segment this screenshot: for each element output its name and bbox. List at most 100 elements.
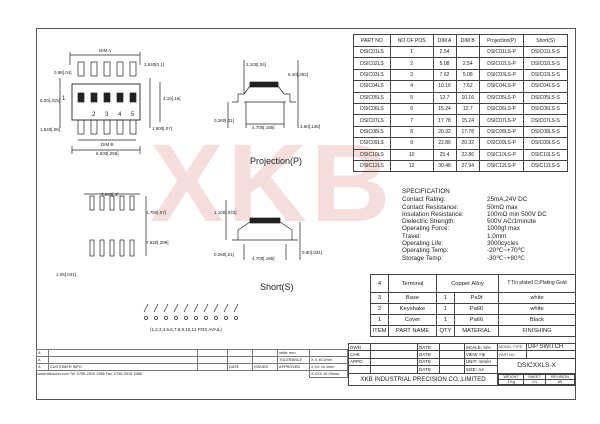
col-dim-b: DIM B — [455, 34, 480, 47]
short-bottom-pins — [143, 303, 239, 320]
dim-6500-label: 6.500[.255] — [96, 151, 119, 156]
title-block: DWN DATE SCALE: N/A MODEL TYPE DIP SWITC… — [347, 342, 577, 386]
bom-header: ITEM PART NAME QTY MATERIAL FINISHING — [370, 325, 576, 337]
bom-row: 1 Cover 1 Pa66 Black — [370, 314, 576, 326]
bom-material: Pa9t — [454, 292, 499, 304]
bom-item: 2 — [370, 303, 389, 315]
parts-cell: 1 — [389, 45, 434, 59]
parts-cell: DSIC06LS-S — [523, 102, 568, 116]
bom-h-part: PART NAME — [388, 325, 437, 337]
tb-scale: SCALE: N/A — [463, 342, 499, 352]
parts-cell: DSIC08LS-S — [523, 125, 568, 139]
rev-mark: A — [36, 363, 49, 371]
tb-dwn: DWN — [347, 342, 372, 352]
col-no-of-pos: NO OF POS — [389, 34, 434, 47]
bom-h-item: ITEM — [370, 325, 389, 337]
spec-value: 1.0mm — [487, 232, 507, 240]
spec-row: Operating Life:3000cycles — [402, 240, 547, 247]
dim-s-0260-label: 0.260[.01] — [214, 252, 235, 257]
tol-units: units: mm — [277, 349, 310, 357]
bom-item: 4 — [370, 274, 389, 293]
spec-row: Operating Force: 1000gf max — [402, 225, 547, 232]
spec-key: Travel: — [402, 232, 422, 240]
bom-material: Pa66 — [454, 303, 499, 315]
col-short: Short(S) — [523, 34, 568, 47]
parts-cell: 2.54 — [455, 57, 480, 70]
parts-cell: 17.78 — [455, 125, 480, 139]
parts-cell: DSIC07LS-S — [523, 114, 568, 127]
parts-cell: DSIC05LS-S — [523, 91, 568, 104]
parts-cell: 7.62 — [455, 80, 480, 93]
parts-cell: DSIC07LS — [353, 114, 391, 127]
parts-cell: 22.86 — [455, 148, 480, 161]
tb-chk: CHK — [347, 350, 372, 359]
watermark: XKB — [150, 122, 395, 245]
dim-2540-label: 2.540[0.1] — [144, 62, 165, 67]
dim-7640-label: 7.640[.3] — [101, 192, 119, 197]
tb-part-no-label: PART NO — [497, 350, 527, 359]
spec-row: Contact Rating:25mA,24V DC — [402, 196, 547, 203]
bom-qty: 1 — [436, 292, 455, 304]
tb-view: VIEW ◓⊕ — [463, 350, 499, 359]
spec-row: Dielectric Strength: 500V AC/1minute — [402, 218, 547, 225]
dim-1540-label: 1.540[.06] — [40, 127, 61, 132]
dim-s-0800-label: 0.80[.031] — [302, 250, 323, 255]
spec-key: Dielectric Strength: — [402, 218, 456, 226]
parts-cell: 30.48 — [432, 159, 457, 173]
parts-cell: DSIC04LS-S — [523, 80, 568, 93]
col-projection: Projection(P) — [478, 34, 525, 47]
parts-cell: 20.32 — [432, 125, 457, 139]
parts-cell: DSIC02LS — [353, 57, 391, 70]
parts-cell: DSIC01LS — [353, 45, 391, 59]
dim-410-label: 4.10[.16] — [163, 96, 181, 101]
parts-cell: 12.7 — [432, 91, 457, 104]
pin-3: 3 — [105, 112, 109, 118]
dim-s-4700-label: 4.700[.185] — [252, 256, 275, 261]
parts-cell: 27.94 — [455, 159, 480, 173]
bom-part: Terminal — [388, 274, 437, 293]
parts-cell: DSIC06LS — [353, 102, 391, 116]
tol-title: TOLERANCE — [277, 356, 310, 364]
dim-1750-label: 1.750[.07] — [146, 210, 167, 215]
short-title: Short(S) — [260, 282, 294, 292]
dim-6400-label: 6.40[.252] — [288, 72, 309, 77]
parts-cell: DSIC06LS-P — [478, 102, 525, 116]
dim-1100-label: 1.100[.04] — [246, 62, 267, 67]
parts-cell: 9 — [389, 137, 434, 150]
spec-value: 500V AC/1minute — [487, 218, 537, 226]
bom-h-qty: QTY — [436, 325, 455, 337]
pin-4: 4 — [118, 112, 122, 118]
parts-cell — [455, 45, 480, 59]
pos-note: (1,2,3,4,5,6,7,8,9,10,12 POS AVAIL) — [150, 327, 222, 332]
revision-block: A units: mm A TOLERANCE X.X ±0.2mm A CUS… — [36, 349, 349, 378]
col-part-no: PART NO — [353, 34, 391, 47]
parts-cell: 20.32 — [455, 137, 480, 150]
parts-cell: DSIC03LS — [353, 68, 391, 82]
parts-cell: DSIC07LS-P — [478, 114, 525, 127]
parts-cell: 5 — [389, 91, 434, 104]
projection-symbol-icon: ◓⊕ — [478, 351, 486, 357]
spec-key: Contact Resistance: — [402, 203, 459, 211]
rev-approved: APPROVED — [277, 363, 310, 371]
spec-value: 1000gf max — [487, 225, 520, 233]
tb-weight: 1.Kg — [498, 378, 525, 385]
spec-value: 100mΩ min 500V DC — [487, 210, 547, 218]
rev-mark: A — [36, 349, 49, 357]
tb-appd: APPD — [347, 357, 372, 367]
parts-cell: 12 — [389, 159, 434, 173]
parts-cell: DSIC09LS-S — [523, 137, 568, 150]
parts-cell: DSIC02LS-S — [523, 57, 568, 70]
dim-098-label: 0.98[.04] — [54, 70, 72, 75]
bom-part: Keyshake — [388, 303, 437, 315]
tb-date: DATE — [416, 365, 441, 374]
spec-key: Operating Force: — [402, 225, 450, 233]
spec-key: Operating Life: — [402, 240, 444, 248]
bom-row: 2 Keyshake 1 Pa66 white — [370, 303, 576, 315]
bom-part: Base — [388, 292, 437, 304]
parts-cell: DSIC03LS-S — [523, 68, 568, 82]
pin-5: 5 — [131, 112, 135, 118]
parts-cell: DSIC10LS — [353, 148, 391, 161]
